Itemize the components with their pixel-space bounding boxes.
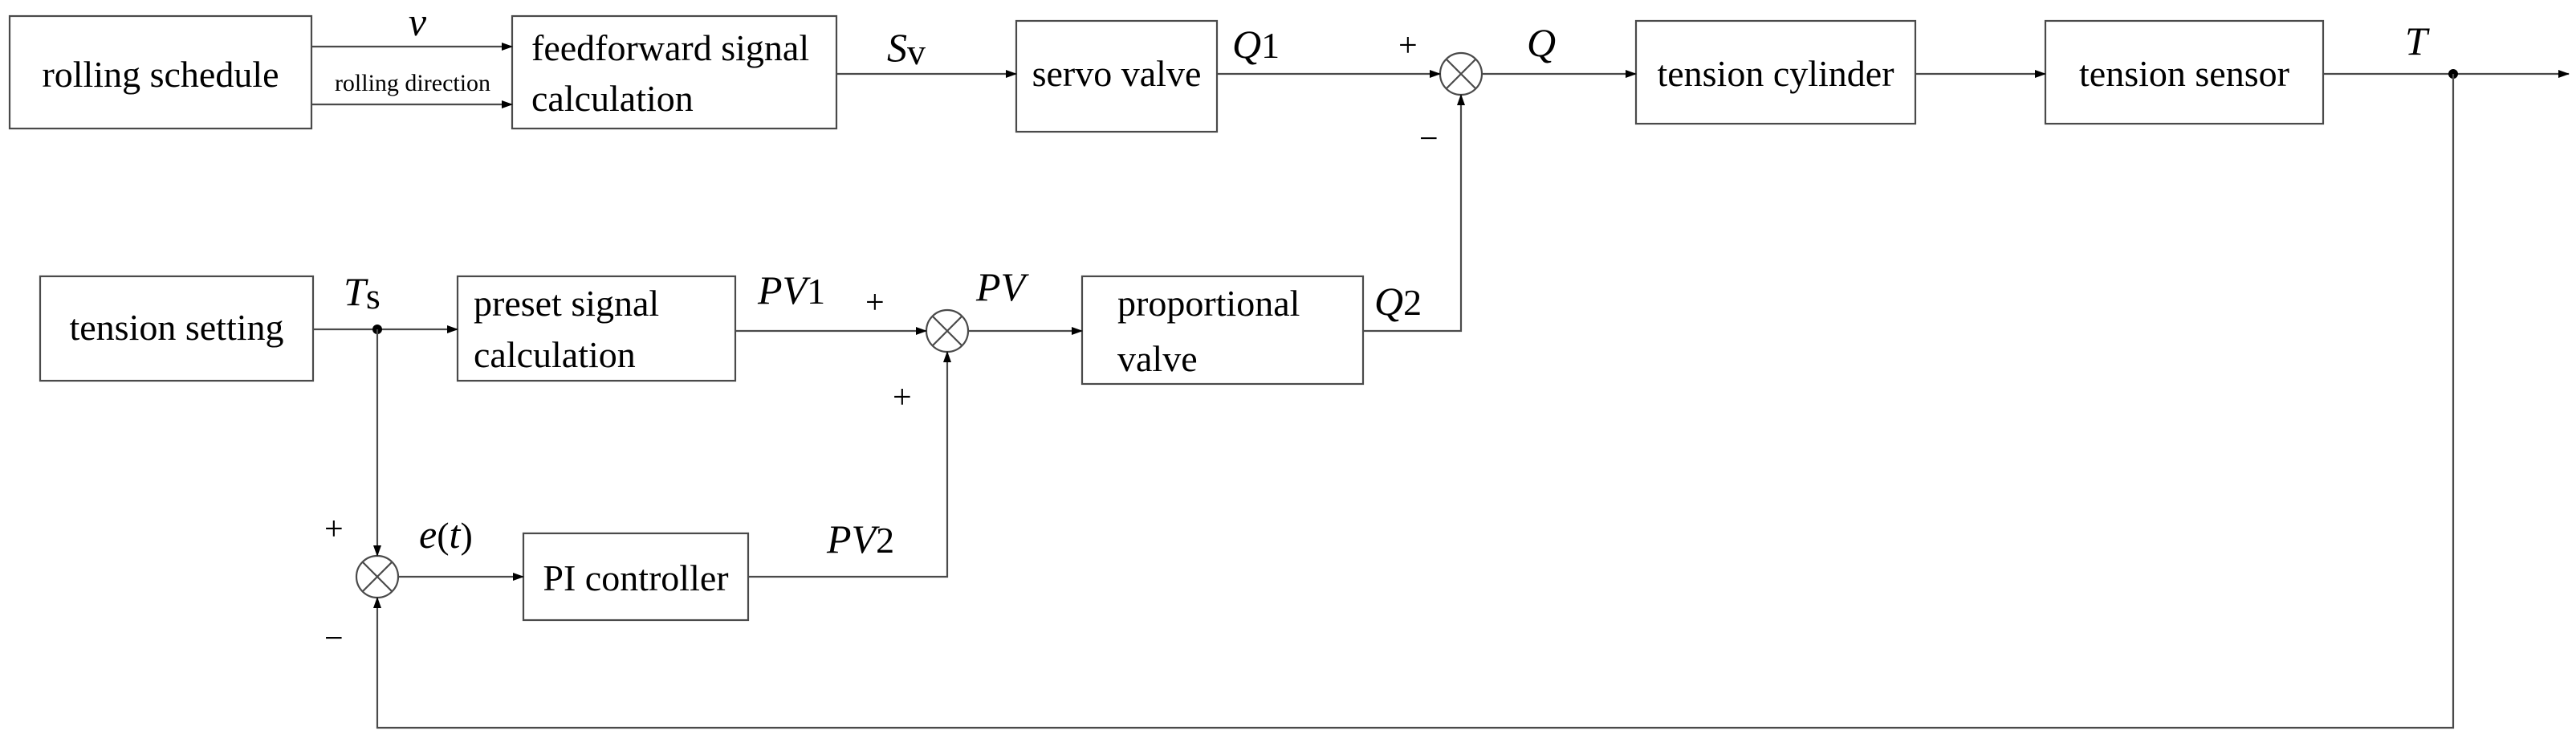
label-v: v xyxy=(409,0,427,44)
sign-bottom-plus: + xyxy=(324,511,344,548)
block-rolling-schedule: rolling schedule xyxy=(8,14,313,130)
tension-setting-label: tension setting xyxy=(69,307,283,348)
block-feedforward-signal-calculation: feedforward signal calculation xyxy=(511,14,838,130)
label-sv: Sv xyxy=(887,25,926,72)
label-q2: Q2 xyxy=(1374,279,1422,324)
summing-junction-error xyxy=(355,554,400,599)
pi-controller-label: PI controller xyxy=(543,557,728,598)
label-pv1: PV1 xyxy=(757,267,825,312)
preset-label-line2: calculation xyxy=(474,334,636,375)
block-tension-sensor: tension sensor xyxy=(2044,19,2325,125)
wire-q2 xyxy=(1363,94,1465,333)
label-pv: PV xyxy=(975,264,1030,309)
summing-junction-flow xyxy=(1439,51,1483,96)
label-q1: Q1 xyxy=(1232,22,1280,67)
block-pi-controller: PI controller xyxy=(522,532,750,622)
block-servo-valve: servo valve xyxy=(1015,19,1219,133)
sign-mid-plus-left: + xyxy=(865,284,885,321)
wire-feedback-t xyxy=(373,74,2455,729)
summing-junction-pv xyxy=(925,308,970,353)
sign-top-plus: + xyxy=(1398,27,1418,64)
block-proportional-valve: proportional valve xyxy=(1080,275,1365,386)
label-q: Q xyxy=(1527,20,1556,65)
sign-bottom-minus: − xyxy=(324,620,344,657)
label-pv2: PV2 xyxy=(826,516,894,561)
label-t: T xyxy=(2405,18,2430,63)
servo-valve-label: servo valve xyxy=(1032,53,1202,94)
block-tension-cylinder: tension cylinder xyxy=(1634,19,1917,125)
block-tension-setting: tension setting xyxy=(39,275,315,382)
proportional-label-line2: valve xyxy=(1117,338,1198,379)
label-ts: Ts xyxy=(344,269,380,316)
sign-mid-plus-bottom: + xyxy=(893,379,912,416)
sign-top-minus: − xyxy=(1419,120,1439,157)
label-rolling-direction: rolling direction xyxy=(335,70,490,96)
preset-label-line1: preset signal xyxy=(474,283,659,324)
rolling-schedule-label: rolling schedule xyxy=(42,54,279,95)
label-et: e(t) xyxy=(419,512,473,557)
proportional-label-line1: proportional xyxy=(1117,283,1300,324)
wire-pv2 xyxy=(748,351,951,578)
block-preset-signal-calculation: preset signal calculation xyxy=(456,275,737,382)
tension-sensor-label: tension sensor xyxy=(2079,53,2289,94)
feedforward-label-line1: feedforward signal xyxy=(531,27,809,68)
feedforward-label-line2: calculation xyxy=(531,78,694,119)
tension-cylinder-label: tension cylinder xyxy=(1657,53,1894,94)
